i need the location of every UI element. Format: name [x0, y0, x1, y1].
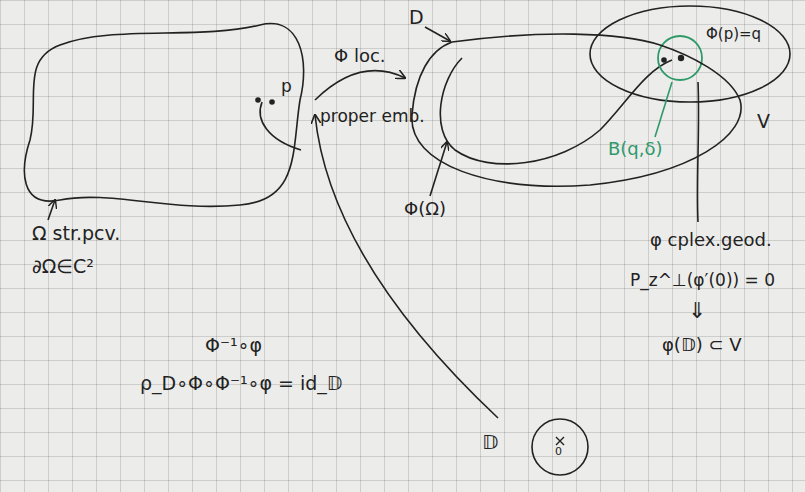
- point-label: p: [281, 76, 292, 96]
- disc-name: 𝔻: [482, 430, 498, 454]
- set-label: Φ(Ω): [404, 198, 446, 220]
- map-note: proper emb.: [320, 106, 425, 126]
- implies-symbol: ⇓: [688, 298, 706, 324]
- formula: ρ_D∘Φ∘Φ⁻¹∘φ = id_𝔻: [140, 372, 342, 395]
- leader-arrow: [425, 27, 450, 41]
- map-arrow: [315, 115, 498, 418]
- set-label: V: [757, 110, 770, 133]
- neighbourhood-outline: [590, 6, 790, 102]
- formula: P_z^⊥(φ′(0)) = 0: [630, 270, 775, 290]
- map-arrow: [315, 71, 405, 100]
- point: [678, 55, 684, 61]
- point: [269, 99, 275, 105]
- origin-cross: [556, 437, 564, 445]
- domain-name: Ω str.pcv.: [32, 222, 120, 245]
- formula: Φ⁻¹∘φ: [205, 334, 262, 357]
- point: [661, 57, 667, 63]
- regularity-note: ∂Ω∈C²: [32, 255, 94, 278]
- domain-name: D: [409, 6, 424, 29]
- formula: φ(𝔻) ⊂ V: [662, 334, 742, 356]
- ball-outline: [658, 36, 702, 80]
- leader-arrow: [48, 200, 55, 220]
- map-note: φ cplex.geod.: [650, 229, 772, 251]
- ball-label: B(q,δ): [608, 138, 663, 160]
- point-label: Φ(p)=q: [706, 25, 761, 43]
- leader-arrow: [430, 142, 447, 196]
- point: [255, 97, 261, 103]
- origin-label: 0: [555, 445, 562, 458]
- image-domain: [440, 58, 672, 164]
- geodesic-line: [697, 82, 698, 222]
- leader-line: [655, 82, 672, 137]
- outline-path: [532, 419, 588, 475]
- unit-disc: 𝔻0: [478, 418, 593, 478]
- outline-path: [24, 24, 303, 207]
- map-label: Φ loc.: [334, 45, 386, 67]
- domain-blob: Ω str.pcv. ∂Ω∈C²: [20, 15, 315, 283]
- outline-path: [412, 34, 741, 186]
